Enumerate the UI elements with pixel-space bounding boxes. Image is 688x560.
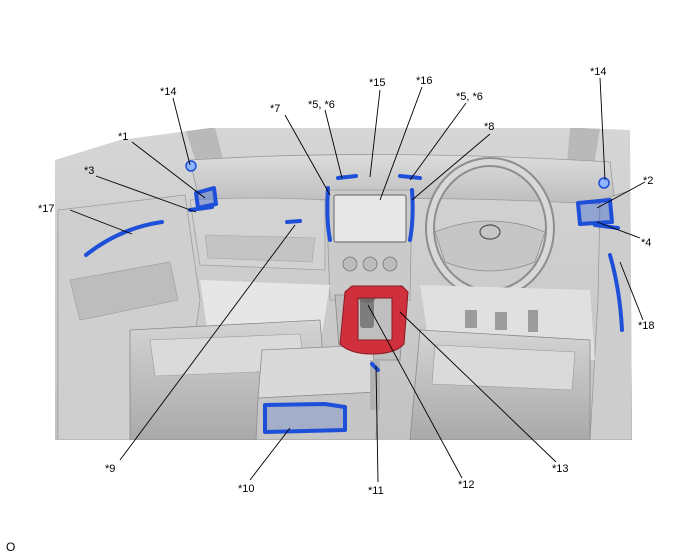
callout-labels: *1 *3 *17 *14 *7 *5, *6 *15 *16 *5, *6 *… — [38, 66, 655, 497]
callout-7: *7 — [270, 103, 280, 115]
callout-1: *1 — [118, 131, 128, 143]
blue-trim-parts — [84, 174, 624, 434]
figure-code: O — [6, 540, 16, 554]
callout-18: *18 — [638, 320, 655, 332]
callout-16: *16 — [416, 75, 433, 87]
callout-4: *4 — [641, 237, 651, 249]
callout-10: *10 — [238, 483, 255, 495]
callout-9: *9 — [105, 463, 115, 475]
red-console-part — [339, 285, 409, 355]
leader-lines — [69, 77, 646, 483]
callout-3: *3 — [84, 165, 94, 177]
interior-illustration — [55, 128, 632, 440]
callout-8: *8 — [484, 121, 494, 133]
callout-11: *11 — [368, 485, 384, 497]
callout-5-6-right: *5, *6 — [456, 91, 483, 103]
callout-13: *13 — [552, 463, 569, 475]
callout-5-6-left: *5, *6 — [308, 99, 335, 111]
callout-12: *12 — [458, 479, 475, 491]
callout-17: *17 — [38, 203, 55, 215]
callout-14-right: *14 — [590, 66, 607, 78]
callout-15: *15 — [369, 77, 386, 89]
callout-14-left: *14 — [160, 86, 177, 98]
callout-2: *2 — [643, 175, 653, 187]
